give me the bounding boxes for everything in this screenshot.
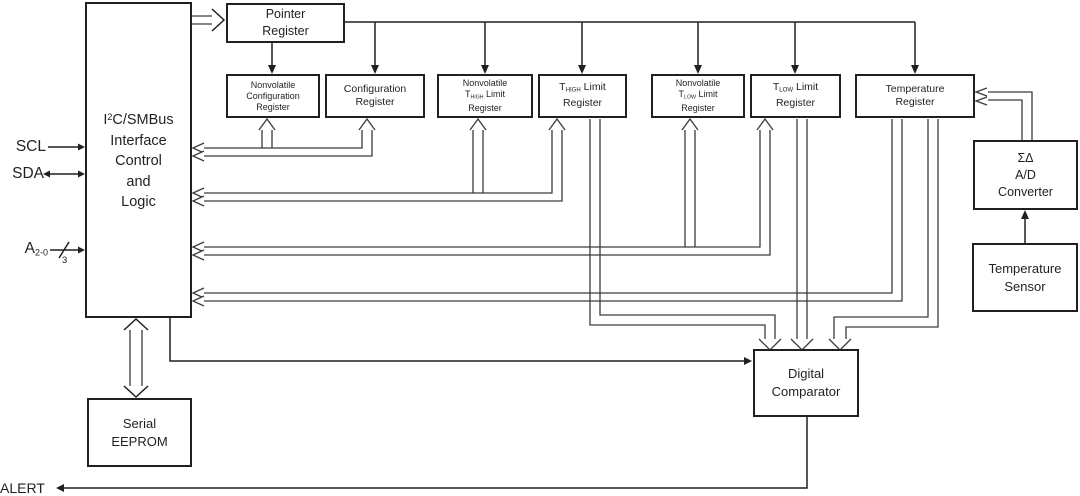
comparator-input-thigh [589, 119, 782, 351]
i2c-label-line: Interface [110, 132, 167, 149]
block-nonvolatile-config-register: Nonvolatile Configuration Register [226, 74, 320, 118]
block-serial-eeprom: Serial EEPROM [87, 398, 192, 467]
comparator-input-temperature [828, 119, 939, 351]
pin-addr-arrow [50, 241, 85, 259]
i2c-eeprom-bus-arrow [123, 317, 149, 399]
pointer-label-line: Pointer [265, 7, 306, 21]
block-pointer-register: Pointer Register [226, 3, 345, 43]
pin-label-alert: ALERT [0, 480, 45, 496]
bus-tlow-registers [191, 117, 774, 261]
block-nonvolatile-tlow-register: Nonvolatile TLOW Limit Register [651, 74, 745, 118]
i2c-label-line: Control [115, 153, 162, 170]
bus-width-label: 3 [62, 255, 68, 266]
i2c-label-line: I2C/SMBus [103, 112, 174, 129]
block-nonvolatile-thigh-register: Nonvolatile THIGH Limit Register [437, 74, 533, 118]
pin-sda-arrow [43, 170, 85, 178]
pin-label-sda: SDA [12, 165, 44, 182]
bus-config-registers [191, 117, 376, 162]
block-adc: ΣΔ A/D Converter [973, 140, 1078, 210]
bus-temperature-register [191, 119, 903, 307]
adc-to-temperature-bus [974, 87, 1033, 140]
pin-label-addr: A2-0 [24, 240, 48, 258]
block-i2c-interface: I2C/SMBus Interface Control and Logic [85, 2, 192, 318]
pointer-distribution-lines [268, 21, 919, 74]
block-thigh-register: THIGH Limit Register [538, 74, 627, 118]
block-tlow-register: TLOW Limit Register [750, 74, 841, 118]
pin-scl-arrow [48, 143, 85, 151]
block-temperature-sensor: Temperature Sensor [972, 243, 1078, 312]
comparator-to-alert-line [56, 417, 808, 492]
i2c-label-line: Logic [121, 194, 156, 211]
block-digital-comparator: Digital Comparator [753, 349, 859, 417]
pointer-label-line: Register [262, 24, 309, 38]
block-temperature-register: Temperature Register [855, 74, 975, 118]
pin-label-scl: SCL [15, 138, 46, 155]
i2c-label-line: and [126, 173, 151, 190]
i2c-to-comparator-arrow [169, 318, 752, 365]
sensor-to-adc-arrow [1021, 210, 1029, 243]
i2c-to-pointer-arrow [192, 8, 226, 32]
bus-thigh-registers [191, 117, 566, 207]
comparator-input-tlow [790, 119, 814, 351]
block-config-register: Configuration Register [325, 74, 425, 118]
